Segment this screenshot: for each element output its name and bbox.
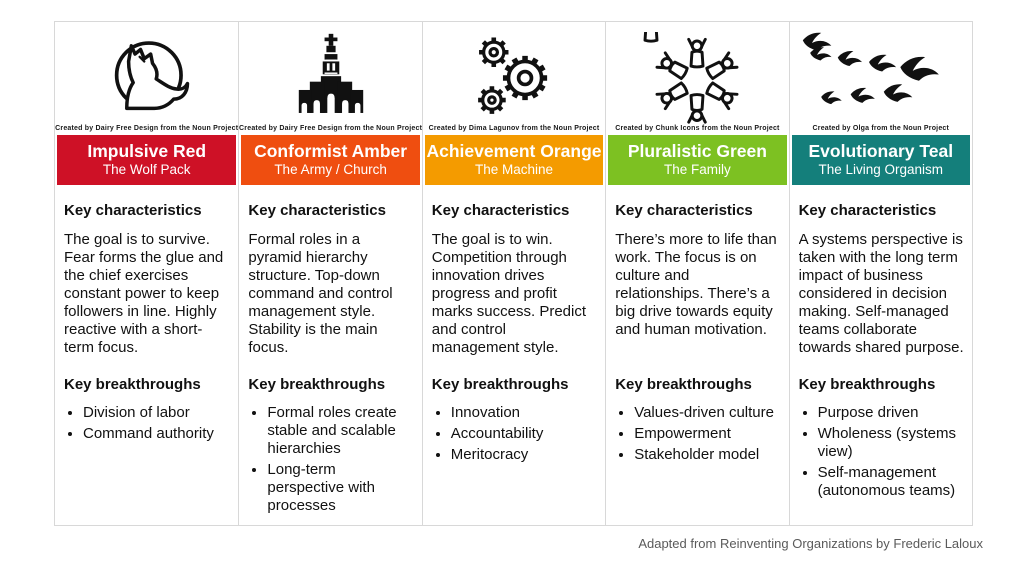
stage-title: Pluralistic Green bbox=[627, 141, 767, 162]
characteristics-heading: Key characteristics bbox=[615, 202, 753, 219]
icon-area: Created by Chunk Icons from the Noun Pro… bbox=[606, 22, 788, 135]
breakthrough-item: Division of labor bbox=[83, 404, 230, 422]
stage-subtitle: The Wolf Pack bbox=[102, 162, 191, 178]
paradigm-column: Created by Dairy Free Design from the No… bbox=[55, 22, 238, 525]
breakthrough-item: Wholeness (systems view) bbox=[818, 425, 964, 461]
stage-title: Impulsive Red bbox=[87, 141, 207, 162]
characteristics-text: Formal roles in a pyramid hierarchy stru… bbox=[248, 231, 393, 356]
breakthrough-item: Long-term perspective with processes bbox=[267, 461, 413, 515]
stage-header: Achievement Orange The Machine bbox=[424, 135, 604, 185]
bird-flock-icon bbox=[796, 32, 966, 124]
stage-header: Impulsive Red The Wolf Pack bbox=[57, 135, 237, 185]
paradigm-comparison-table: Created by Dairy Free Design from the No… bbox=[54, 21, 973, 526]
characteristics-heading: Key characteristics bbox=[431, 202, 570, 219]
breakthroughs-list: Purpose drivenWholeness (systems view)Se… bbox=[799, 404, 964, 500]
breakthroughs-heading: Key breakthroughs bbox=[248, 376, 386, 393]
breakthrough-item: Accountability bbox=[451, 425, 597, 443]
stage-title: Achievement Orange bbox=[426, 141, 602, 162]
breakthrough-item: Values-driven culture bbox=[634, 404, 780, 422]
breakthroughs-list: Division of laborCommand authority bbox=[64, 404, 230, 443]
paradigm-column: Created by Olga from the Noun Project Ev… bbox=[788, 22, 972, 525]
family-people-icon bbox=[612, 32, 782, 124]
characteristics-text: There’s more to life than work. The focu… bbox=[615, 231, 777, 338]
breakthrough-item: Purpose driven bbox=[818, 404, 964, 422]
icon-attribution: Created by Chunk Icons from the Noun Pro… bbox=[615, 125, 780, 132]
icon-attribution: Created by Olga from the Noun Project bbox=[812, 125, 950, 132]
characteristics-heading: Key characteristics bbox=[798, 202, 937, 219]
stage-header: Conformist Amber The Army / Church bbox=[241, 135, 420, 185]
wolf-moon-icon bbox=[62, 32, 232, 124]
breakthroughs-heading: Key breakthroughs bbox=[798, 376, 936, 393]
stage-title: Evolutionary Teal bbox=[808, 141, 954, 162]
characteristics-text: A systems perspective is taken with the … bbox=[798, 231, 964, 356]
breakthrough-item: Self-management (autonomous teams) bbox=[818, 464, 964, 500]
breakthrough-item: Formal roles create stable and scalable … bbox=[267, 404, 413, 458]
stage-subtitle: The Machine bbox=[474, 162, 554, 178]
stage-content: Key characteristics The goal is to survi… bbox=[55, 185, 238, 446]
icon-area: Created by Dairy Free Design from the No… bbox=[239, 22, 423, 135]
stage-content: Key characteristics Formal roles in a py… bbox=[239, 185, 421, 518]
icon-attribution: Created by Dairy Free Design from the No… bbox=[55, 125, 239, 132]
icon-area: Created by Dairy Free Design from the No… bbox=[55, 22, 238, 135]
breakthrough-item: Command authority bbox=[83, 425, 230, 443]
breakthroughs-list: Formal roles create stable and scalable … bbox=[248, 404, 413, 515]
breakthrough-item: Meritocracy bbox=[451, 446, 597, 464]
stage-content: Key characteristics The goal is to win. … bbox=[423, 185, 605, 467]
characteristics-text: The goal is to win. Competition through … bbox=[431, 231, 587, 356]
icon-attribution: Created by Dima Lagunov from the Noun Pr… bbox=[428, 125, 600, 132]
stage-header: Pluralistic Green The Family bbox=[608, 135, 787, 185]
characteristics-heading: Key characteristics bbox=[248, 202, 386, 219]
breakthroughs-list: Values-driven cultureEmpowermentStakehol… bbox=[615, 404, 780, 464]
characteristics-heading: Key characteristics bbox=[64, 202, 202, 219]
stage-subtitle: The Army / Church bbox=[274, 162, 387, 178]
paradigm-column: Created by Dairy Free Design from the No… bbox=[238, 22, 423, 525]
source-caption: Adapted from Reinventing Organizations b… bbox=[638, 536, 983, 551]
cathedral-icon bbox=[246, 32, 416, 124]
gears-icon bbox=[429, 32, 599, 124]
stage-subtitle: The Living Organism bbox=[818, 162, 944, 178]
characteristics-text: The goal is to survive. Fear forms the g… bbox=[64, 231, 224, 356]
paradigm-column: Created by Dima Lagunov from the Noun Pr… bbox=[421, 22, 605, 525]
stage-content: Key characteristics A systems perspectiv… bbox=[790, 185, 972, 503]
breakthrough-item: Empowerment bbox=[634, 425, 780, 443]
breakthroughs-heading: Key breakthroughs bbox=[431, 376, 569, 393]
breakthrough-item: Innovation bbox=[451, 404, 597, 422]
paradigm-column: Created by Chunk Icons from the Noun Pro… bbox=[605, 22, 788, 525]
breakthroughs-heading: Key breakthroughs bbox=[64, 376, 201, 393]
icon-area: Created by Dima Lagunov from the Noun Pr… bbox=[423, 22, 605, 135]
stage-content: Key characteristics There’s more to life… bbox=[606, 185, 788, 467]
icon-attribution: Created by Dairy Free Design from the No… bbox=[239, 125, 423, 132]
breakthrough-item: Stakeholder model bbox=[634, 446, 780, 464]
stage-header: Evolutionary Teal The Living Organism bbox=[791, 135, 970, 185]
icon-area: Created by Olga from the Noun Project bbox=[790, 22, 972, 135]
stage-title: Conformist Amber bbox=[254, 141, 408, 162]
stage-subtitle: The Family bbox=[664, 162, 731, 178]
breakthroughs-heading: Key breakthroughs bbox=[615, 376, 752, 393]
breakthroughs-list: InnovationAccountabilityMeritocracy bbox=[432, 404, 597, 464]
